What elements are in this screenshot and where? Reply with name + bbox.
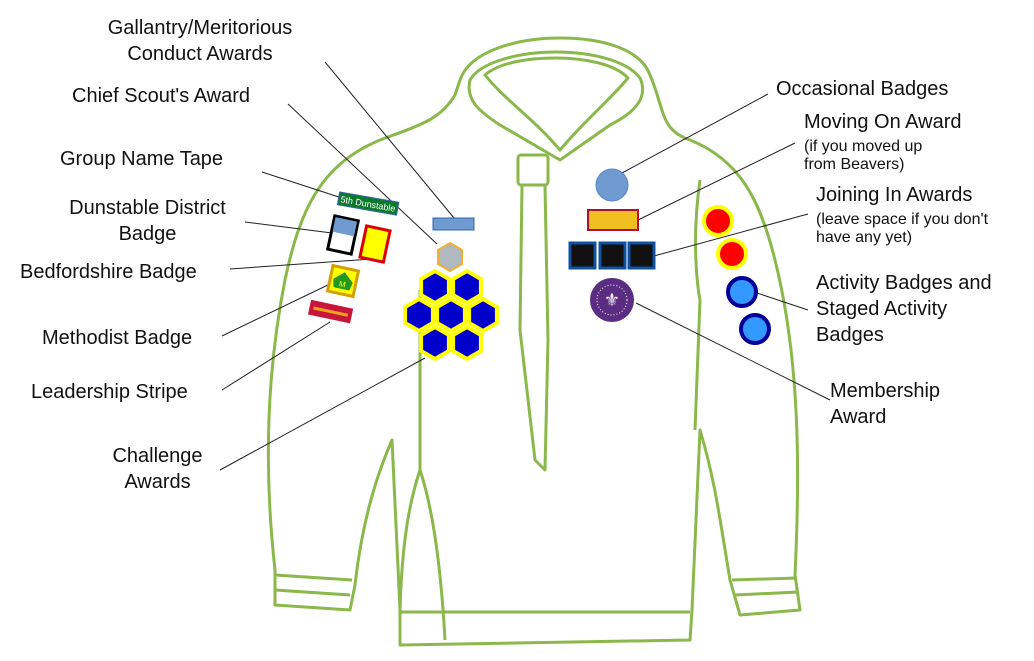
challenge-awards	[403, 268, 499, 362]
activity-badges	[702, 205, 771, 345]
joining-in-awards	[568, 241, 656, 270]
label-chief-scout: Chief Scout's Award	[72, 85, 250, 107]
chief-scout-award	[437, 241, 463, 273]
membership-award: ⚜	[590, 278, 634, 322]
challenge-award-hexagon	[467, 296, 499, 334]
label-bedfordshire: Bedfordshire Badge	[20, 261, 197, 283]
challenge-award-hexagon	[451, 268, 483, 306]
challenge-award-hexagon	[419, 324, 451, 362]
leadership-stripe	[308, 299, 354, 324]
label-leadership: Leadership Stripe	[31, 381, 188, 403]
moving-on-award	[587, 209, 639, 231]
challenge-award-hexagon	[435, 296, 467, 334]
methodist-text: M	[338, 279, 347, 289]
label-occasional: Occasional Badges	[776, 78, 949, 100]
leader-lines	[219, 61, 831, 471]
challenge-award-hexagon	[419, 268, 451, 306]
group-name-tape: 5th Dunstable	[336, 191, 400, 216]
svg-text:⚜: ⚜	[604, 290, 620, 310]
label-moving-on: Moving On Award	[804, 111, 962, 133]
challenge-award-hexagon	[451, 324, 483, 362]
label-methodist: Methodist Badge	[42, 327, 193, 349]
occasional-badge	[595, 168, 629, 202]
label-group-tape: Group Name Tape	[60, 148, 224, 170]
label-joining-in: Joining In Awards	[816, 184, 973, 206]
gallantry-award	[432, 217, 475, 231]
methodist-badge: M	[325, 263, 361, 299]
challenge-award-hexagon	[403, 296, 435, 334]
district-badge	[325, 214, 361, 256]
shirt-outline	[266, 36, 802, 647]
bedfordshire-badge	[358, 224, 392, 264]
